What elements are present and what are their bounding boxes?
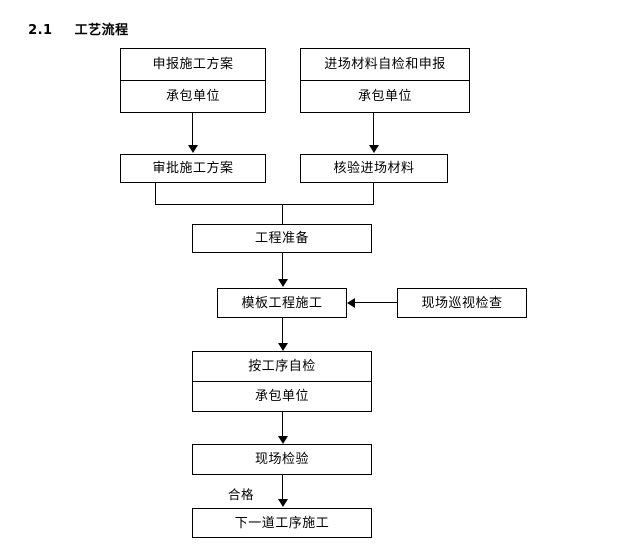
node-process-self-check-title: 按工序自检: [193, 352, 371, 382]
node-formwork-construction: 模板工程施工: [217, 288, 347, 318]
node-next-process-title: 下一道工序施工: [234, 515, 330, 531]
node-formwork-construction-title: 模板工程施工: [241, 295, 323, 311]
node-material-self-check-subtitle: 承包单位: [357, 89, 412, 104]
section-heading: 2.1 工艺流程: [18, 4, 129, 40]
edge-formwork-to-selfcheck: [282, 318, 284, 344]
node-verify-material: 核验进场材料: [300, 154, 448, 183]
node-site-patrol-inspection-title: 现场巡视检查: [421, 295, 503, 311]
node-verify-material-title: 核验进场材料: [333, 161, 415, 176]
edge-material-to-verify: [373, 113, 375, 146]
edge-sitetest-to-next-arrowhead: [278, 499, 288, 507]
edge-merge-to-prep: [282, 204, 284, 225]
node-apply-scheme-subtitle: 承包单位: [165, 89, 220, 104]
edge-apply-to-approve: [192, 113, 194, 146]
edge-prep-to-formwork-arrowhead: [278, 279, 288, 287]
node-apply-scheme-title: 申报施工方案: [121, 49, 265, 81]
edge-selfcheck-to-sitetest-arrowhead: [278, 436, 288, 444]
node-project-preparation: 工程准备: [192, 224, 372, 253]
node-material-self-check-title: 进场材料自检和申报: [301, 49, 469, 81]
edge-label-qualified: 合格: [228, 487, 255, 502]
node-site-patrol-inspection: 现场巡视检查: [397, 288, 527, 318]
node-material-self-check: 进场材料自检和申报 承包单位: [300, 48, 470, 113]
node-process-self-check-subtitle: 承包单位: [254, 389, 309, 404]
edge-sitetest-to-next: [282, 475, 284, 502]
edge-merge-bar: [155, 204, 374, 206]
section-number: 2.1: [28, 23, 53, 38]
node-process-self-check: 按工序自检 承包单位: [192, 351, 372, 412]
node-next-process: 下一道工序施工: [192, 508, 372, 538]
node-approve-scheme-title: 审批施工方案: [152, 161, 234, 176]
node-site-test: 现场检验: [192, 444, 372, 475]
node-approve-scheme: 审批施工方案: [120, 154, 266, 183]
node-apply-scheme: 申报施工方案 承包单位: [120, 48, 266, 113]
node-project-preparation-title: 工程准备: [254, 231, 309, 246]
edge-approve-drop: [155, 183, 157, 205]
edge-apply-to-approve-arrowhead: [188, 145, 198, 153]
edge-prep-to-formwork: [282, 253, 284, 280]
edge-verify-drop: [373, 183, 375, 205]
edge-material-to-verify-arrowhead: [369, 145, 379, 153]
section-title: 工艺流程: [74, 23, 129, 38]
edge-formwork-to-selfcheck-arrowhead: [278, 343, 288, 351]
edge-patrol-to-formwork-arrowhead: [347, 298, 355, 308]
node-site-test-title: 现场检验: [254, 452, 309, 467]
edge-selfcheck-to-sitetest: [282, 412, 284, 438]
edge-patrol-to-formwork: [355, 302, 397, 304]
